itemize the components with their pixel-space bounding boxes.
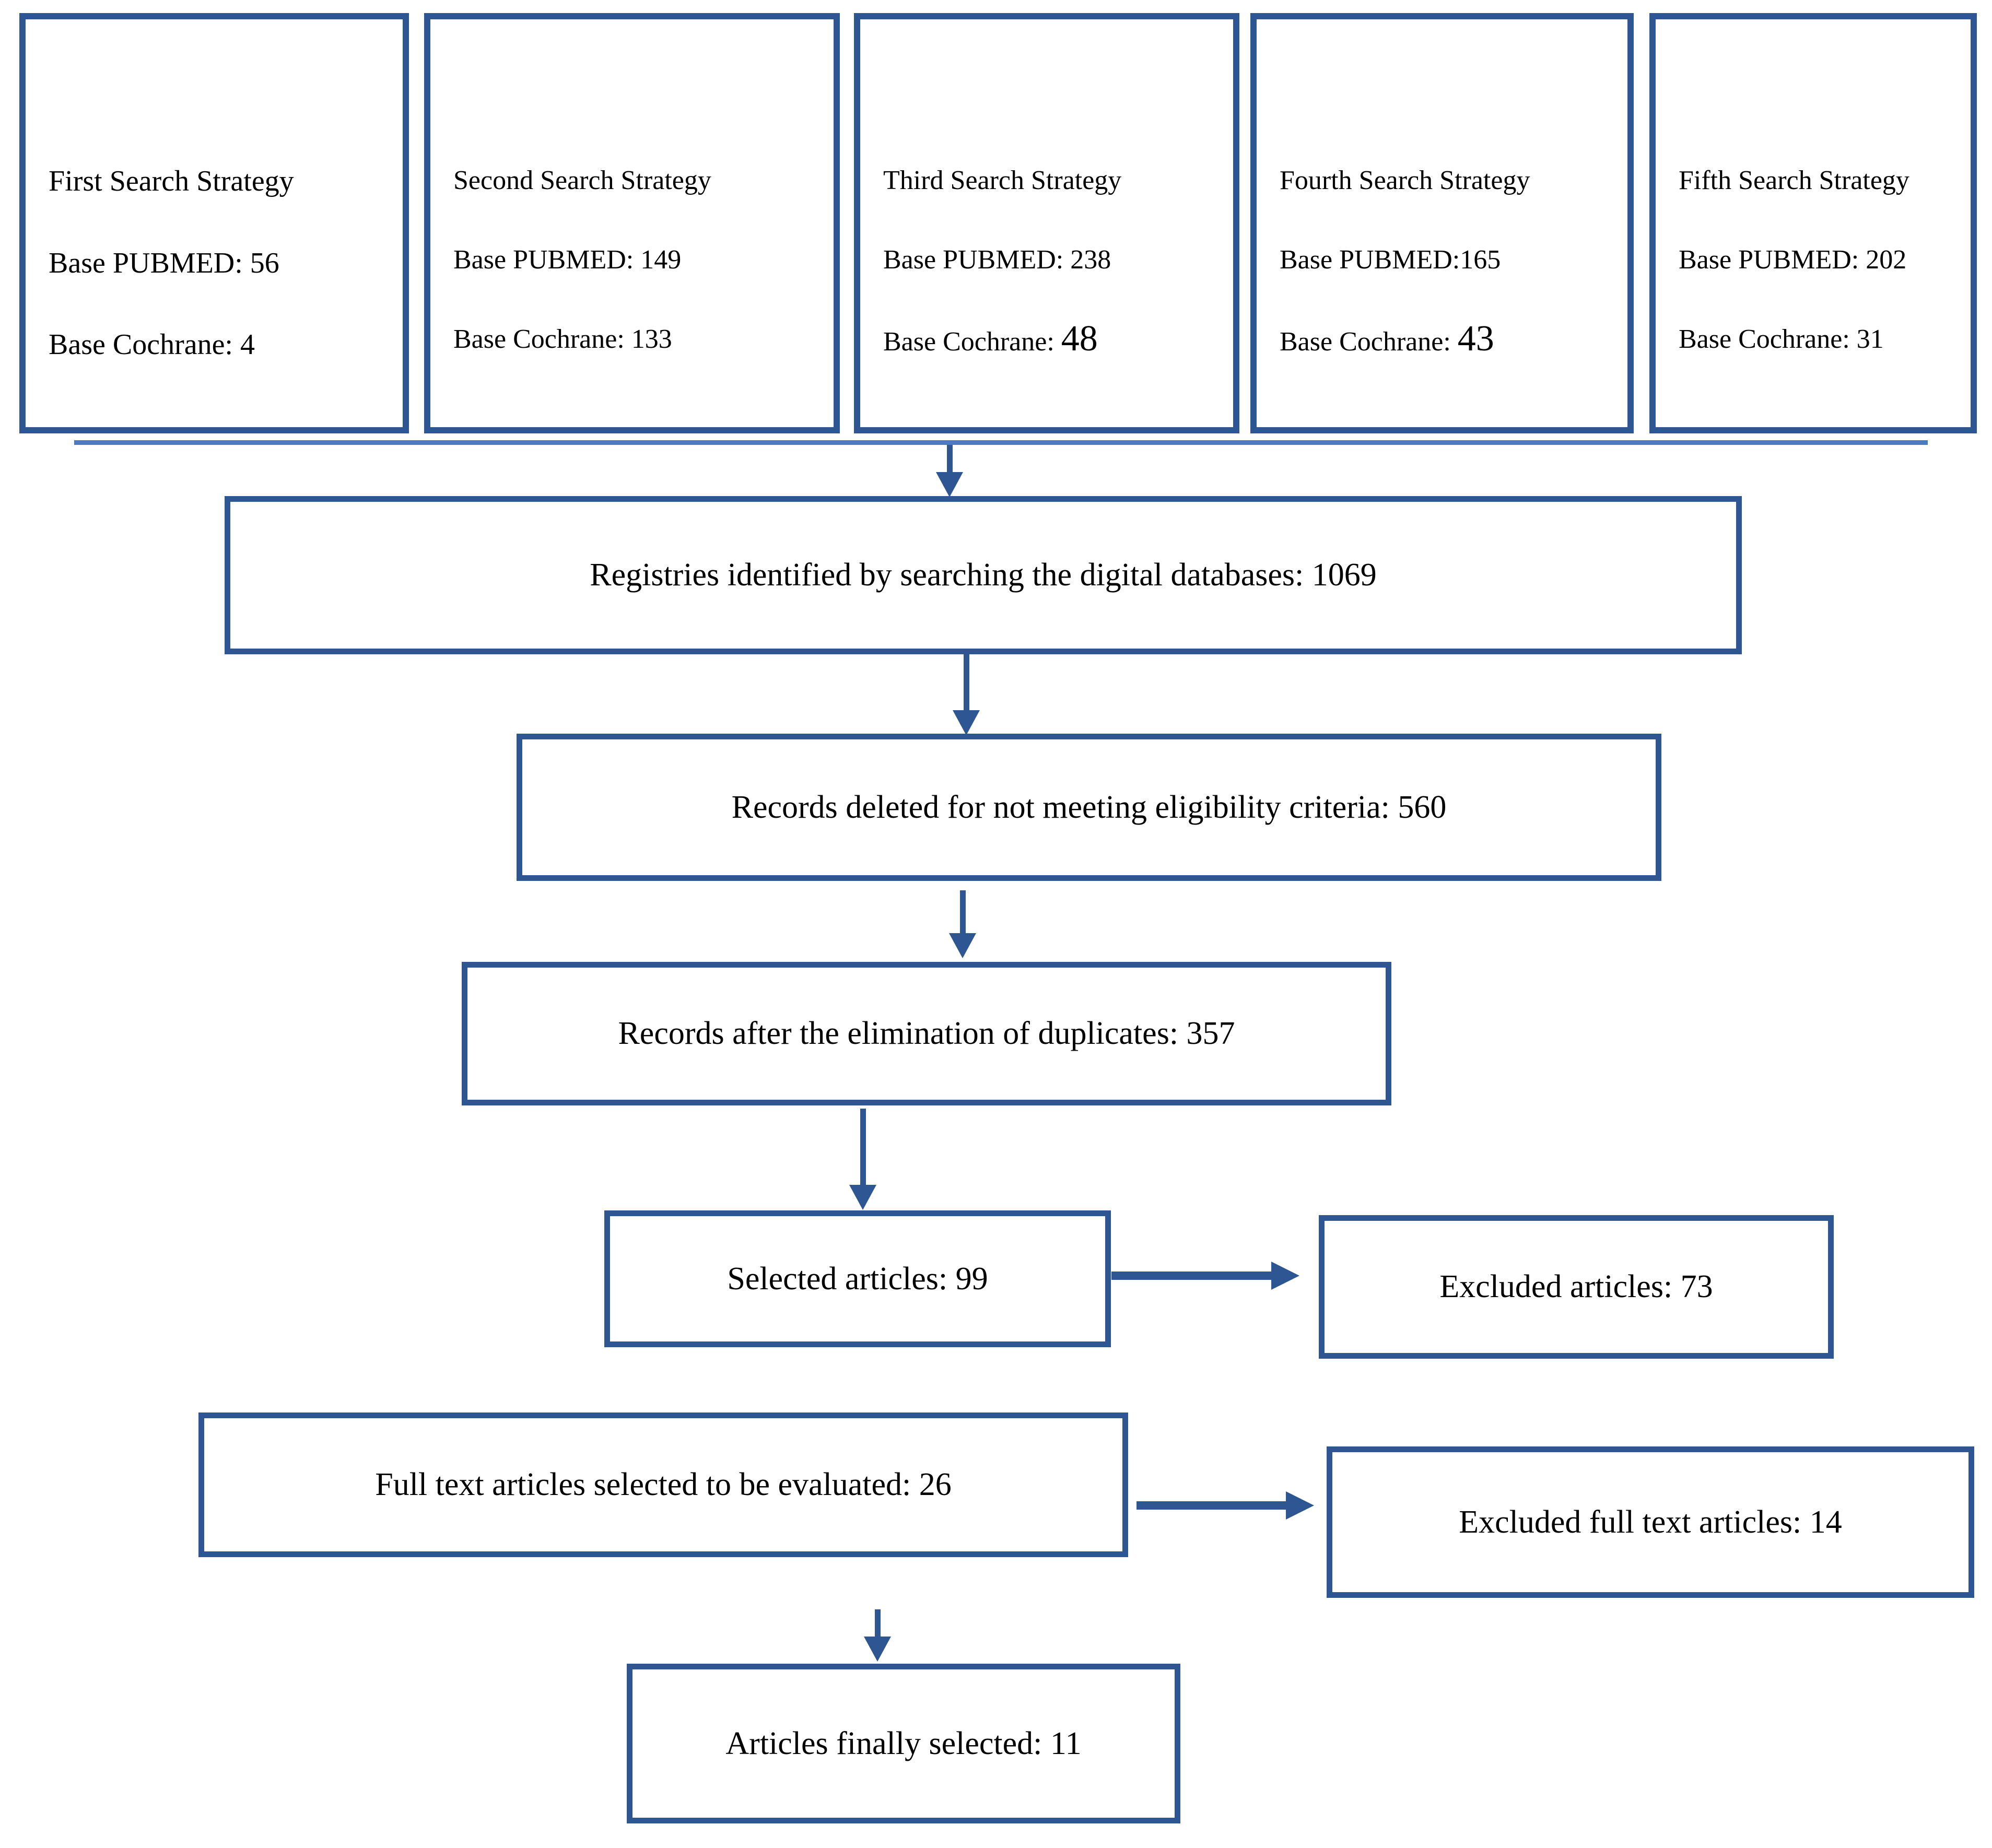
strategy-box-third: Third Search Strategy Base PUBMED: 238 B… — [854, 13, 1239, 433]
strategy-cochrane-count: Base Cochrane: 43 — [1280, 319, 1494, 359]
arrow-down-icon — [849, 1109, 876, 1210]
strategy-cochrane-count: Base Cochrane: 133 — [453, 324, 672, 355]
flow-box-records-deleted: Records deleted for not meeting eligibil… — [517, 734, 1661, 881]
strategy-title: First Search Strategy — [49, 165, 294, 197]
flow-label: Records after the elimination of duplica… — [618, 1016, 1235, 1052]
strategy-box-fifth: Fifth Search Strategy Base PUBMED: 202 B… — [1649, 13, 1977, 433]
flow-label: Selected articles: 99 — [727, 1261, 988, 1297]
flow-box-selected-articles: Selected articles: 99 — [604, 1210, 1111, 1347]
strategy-title: Fifth Search Strategy — [1679, 166, 1909, 195]
arrow-down-icon — [949, 890, 976, 958]
flow-box-finally-selected: Articles finally selected: 11 — [627, 1664, 1180, 1823]
strategy-pubmed-count: Base PUBMED: 56 — [49, 246, 279, 279]
arrow-down-icon — [864, 1609, 891, 1662]
strategy-title: Second Search Strategy — [453, 166, 711, 195]
flow-label: Full text articles selected to be evalua… — [375, 1467, 952, 1503]
strategy-box-second: Second Search Strategy Base PUBMED: 149 … — [424, 13, 840, 433]
strategy-box-fourth: Fourth Search Strategy Base PUBMED:165 B… — [1250, 13, 1634, 433]
flow-label: Excluded articles: 73 — [1439, 1269, 1713, 1305]
flow-box-excluded-fulltext: Excluded full text articles: 14 — [1327, 1446, 1974, 1598]
flow-box-fulltext-evaluated: Full text articles selected to be evalua… — [198, 1413, 1128, 1557]
arrow-down-icon — [936, 445, 963, 497]
divider-line — [74, 440, 1928, 445]
flow-box-excluded-articles: Excluded articles: 73 — [1319, 1215, 1834, 1359]
strategy-cochrane-count: Base Cochrane: 31 — [1679, 324, 1884, 355]
flow-label: Excluded full text articles: 14 — [1459, 1504, 1842, 1540]
arrow-right-icon — [1111, 1262, 1299, 1290]
arrow-down-icon — [953, 654, 980, 735]
strategy-title: Fourth Search Strategy — [1280, 166, 1530, 195]
arrow-right-icon — [1136, 1491, 1314, 1520]
flow-box-registries-identified: Registries identified by searching the d… — [225, 496, 1742, 654]
strategy-pubmed-count: Base PUBMED: 149 — [453, 245, 682, 275]
strategy-pubmed-count: Base PUBMED:165 — [1280, 245, 1501, 275]
flow-label: Articles finally selected: 11 — [725, 1725, 1082, 1761]
strategy-box-first: First Search Strategy Base PUBMED: 56 Ba… — [19, 13, 409, 433]
flow-label: Registries identified by searching the d… — [590, 557, 1377, 593]
flow-label: Records deleted for not meeting eligibil… — [731, 789, 1447, 825]
strategy-title: Third Search Strategy — [883, 166, 1122, 195]
strategy-pubmed-count: Base PUBMED: 238 — [883, 245, 1111, 275]
flow-box-after-duplicates: Records after the elimination of duplica… — [462, 962, 1391, 1105]
strategy-pubmed-count: Base PUBMED: 202 — [1679, 245, 1907, 275]
strategy-cochrane-count: Base Cochrane: 4 — [49, 328, 255, 361]
strategy-cochrane-count: Base Cochrane: 48 — [883, 319, 1098, 359]
